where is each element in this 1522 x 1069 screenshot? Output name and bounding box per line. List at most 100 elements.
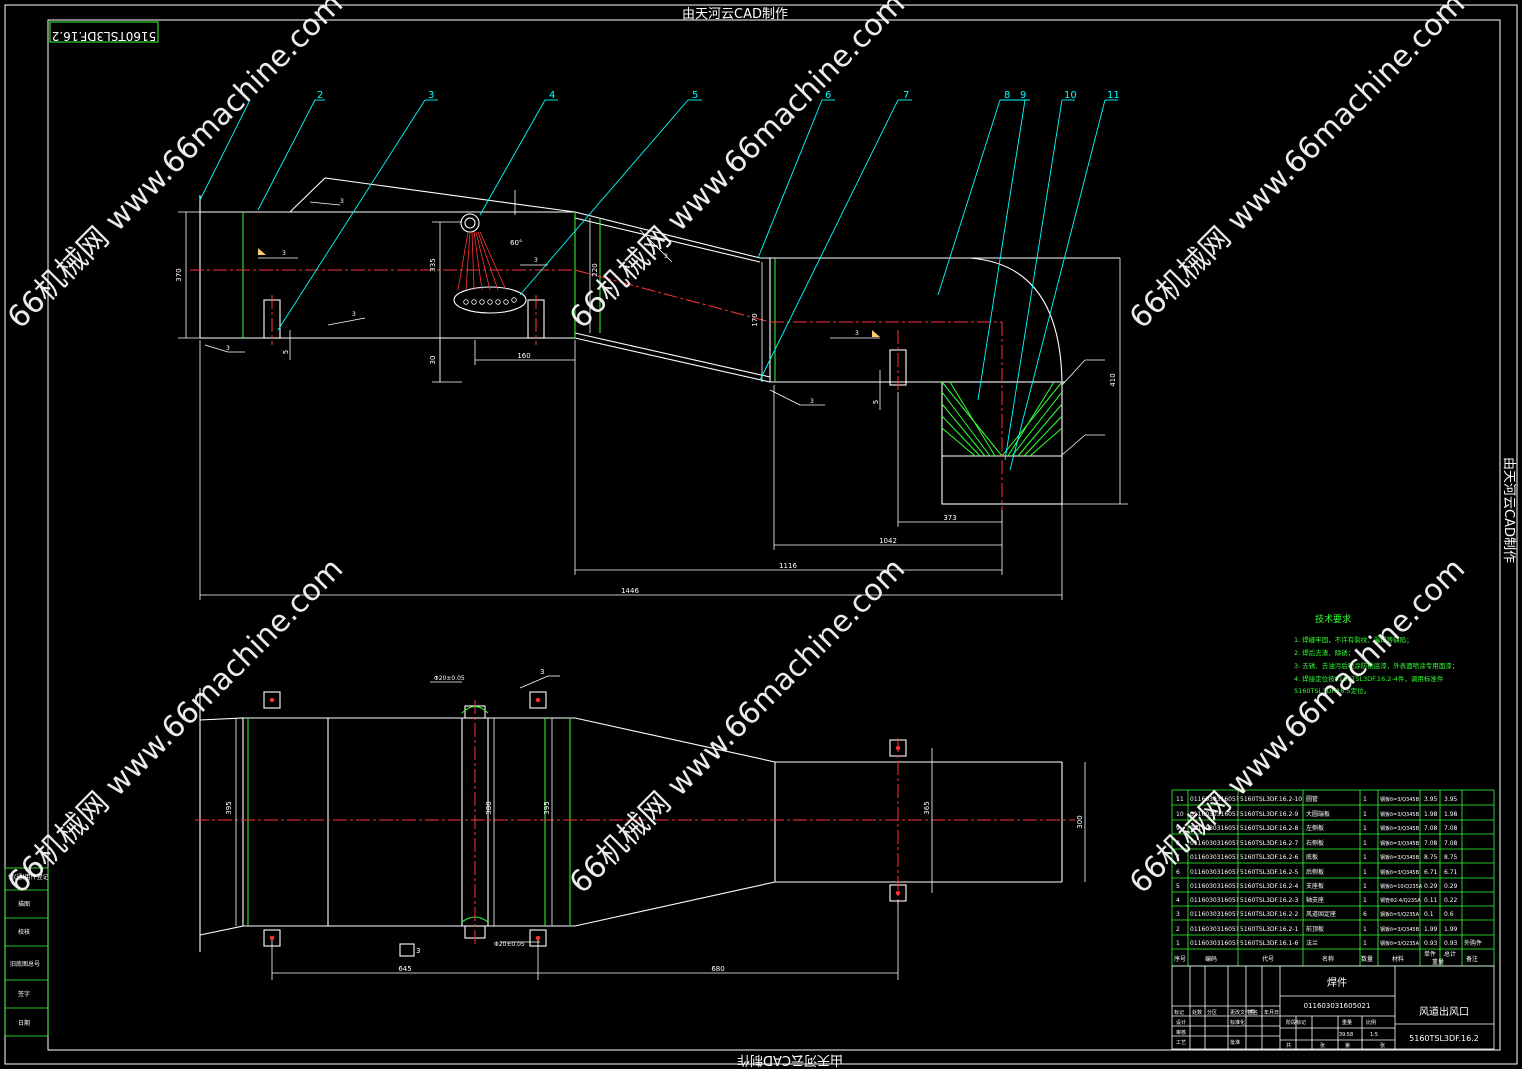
bom-r4-code: 011603031605?: [1190, 840, 1239, 847]
tb-label-sheet2: 张: [1380, 1042, 1385, 1049]
bom-r2-mat: 钢板δ=3/Q345B: [1380, 811, 1420, 818]
bom-r8-qty: 1: [1363, 897, 1367, 904]
bom-h-note: 备注: [1466, 955, 1478, 963]
dim-top-mid-h2: 395: [543, 801, 551, 814]
balloon-5: 5: [692, 90, 698, 101]
bom-r7-name: 支座板: [1306, 882, 1324, 890]
watermark-5: 66机械网 www.66machine.com: [563, 551, 912, 900]
tech-req-line-5: 5160TSL3DF.16.5定位。: [1294, 686, 1370, 695]
bom-r4-name: 右侧板: [1306, 839, 1324, 847]
dim-front-5b: 5: [872, 400, 880, 404]
bom-r3-total: 7.08: [1444, 825, 1458, 832]
balloon-2: 2: [317, 90, 323, 101]
bom-r4-mat: 钢板δ=3/Q345B: [1380, 840, 1420, 847]
tb-weldment: 焊件: [1327, 977, 1347, 989]
bom-r1-dwg: 5160TSL3DF.16.2-10: [1240, 796, 1302, 803]
bom-r1-unit: 3.95: [1424, 796, 1438, 803]
balloon-10: 10: [1064, 90, 1077, 101]
bom-r1-no: 11: [1176, 796, 1184, 803]
balloon-7: 7: [903, 90, 909, 101]
bom-r2-name: 大圆端板: [1306, 810, 1330, 818]
tb-label-weight: 重量: [1342, 1019, 1352, 1026]
dim-front-1042: 1042: [879, 537, 897, 545]
bom-r11-qty: 1: [1363, 940, 1367, 947]
tb-code: 011603031605021: [1304, 1002, 1371, 1010]
bom-h-name: 名称: [1322, 955, 1334, 963]
bom-r8-unit: 0.11: [1424, 897, 1438, 904]
bom-r4-unit: 7.08: [1424, 840, 1438, 847]
bom-r3-unit: 7.08: [1424, 825, 1438, 832]
dim-front-60: 60°: [510, 239, 522, 247]
bom-r3-code: 011603031605?: [1190, 825, 1239, 832]
dim-top-right-h2: 300: [1076, 815, 1084, 828]
tb-label-zone: 分区: [1207, 1009, 1217, 1016]
weld-label-8: 3: [855, 330, 859, 337]
weld-label-1: 3: [226, 345, 230, 352]
bom-r5-name: 底板: [1306, 853, 1318, 861]
dim-front-right-h: 410: [1109, 373, 1117, 386]
dim-top-645: 645: [398, 965, 411, 973]
bom-r6-total: 6.71: [1444, 869, 1458, 876]
left-strip: 借(通)用件登记 描图 校核 旧底图总号 签字 日期: [4, 867, 49, 1037]
bom-r11-no: 1: [1176, 940, 1180, 947]
drawing-code-text: 5160TSL3DF.16.2: [52, 29, 157, 43]
bom-r2-dwg: 5160TSL3DF.16.2-9: [1240, 811, 1298, 818]
tb-label-total: 共: [1286, 1042, 1291, 1049]
bom-r9-unit: 0.1: [1424, 911, 1434, 918]
dim-front-170: 170: [751, 313, 759, 326]
bom-r7-dwg: 5160TSL3DF.16.2-4: [1240, 883, 1298, 890]
tech-req-line-3: 3. 去锈、去油污后喷涂防锈底漆，外表面喷涂专用面漆；: [1294, 661, 1458, 670]
bom-r10-total: 1.99: [1444, 926, 1458, 933]
strip-6: 日期: [18, 1019, 30, 1027]
watermark-3: 66机械网 www.66machine.com: [1123, 0, 1472, 336]
strip-4: 旧底图总号: [10, 960, 40, 968]
dim-top-left-h: 395: [225, 801, 233, 814]
bottom-title: 由天河云CAD制作: [737, 1052, 843, 1067]
balloon-11: 11: [1107, 90, 1120, 101]
bom-r2-qty: 1: [1363, 811, 1367, 818]
tech-requirements: 技术要求 1. 焊缝牢固，不许有裂纹、漏焊等缺陷； 2. 焊后去渣、除锈； 3.…: [1294, 613, 1458, 695]
weld-label-2: 3: [340, 198, 344, 205]
strip-2: 描图: [18, 900, 30, 908]
tb-scale: 1:5: [1370, 1032, 1378, 1038]
bom-r3-qty: 1: [1363, 825, 1367, 832]
bom-r1-total: 3.95: [1444, 796, 1458, 803]
bom-h-dwg: 代号: [1262, 955, 1274, 963]
bom-h-no: 序号: [1174, 955, 1186, 963]
bom-r11-code: 011603031605?: [1190, 940, 1239, 947]
bom-r6-code: 011603031605?: [1190, 869, 1239, 876]
bom-r1-code: 011603031605?: [1190, 796, 1239, 803]
bom-r11-total: 0.93: [1444, 940, 1458, 947]
top-view: 395 380 395 365 300 645 680 Φ20±0.05 Φ20…: [195, 668, 1086, 980]
dim-front-373: 373: [943, 514, 956, 522]
bom-r9-name: 风道固定座: [1306, 910, 1336, 918]
bom-r2-code: 011603031605?: [1190, 811, 1239, 818]
watermark-1: 66机械网 www.66machine.com: [1, 0, 350, 336]
watermark-2: 66机械网 www.66machine.com: [563, 0, 912, 336]
weld-label-3: 3: [282, 250, 286, 257]
dim-front-5a: 5: [282, 350, 290, 354]
bom-r11-name: 法兰: [1306, 939, 1318, 947]
bom-r9-dwg: 5160TSL3DF.16.2-2: [1240, 911, 1298, 918]
bom-r8-dwg: 5160TSL3DF.16.2-3: [1240, 897, 1298, 904]
bom-r10-unit: 1.99: [1424, 926, 1438, 933]
tb-label-sheet: 张: [1320, 1042, 1325, 1049]
bom-r3-mat: 钢板δ=3/Q345B: [1380, 825, 1420, 832]
bom-r5-total: 8.75: [1444, 854, 1458, 861]
bom-r11-note: 外购件: [1464, 939, 1482, 947]
bom-h-mat: 材料: [1392, 955, 1404, 963]
tech-req-line-1: 1. 焊缝牢固，不许有裂纹、漏焊等缺陷；: [1294, 635, 1413, 644]
balloon-3: 3: [428, 90, 434, 101]
tech-req-line-2: 2. 焊后去渣、除锈；: [1294, 648, 1354, 657]
bom-h-code: 编码: [1205, 955, 1217, 963]
weld-label-6: 3: [664, 253, 668, 260]
bom-r6-name: 后侧板: [1306, 868, 1324, 876]
tech-req-title: 技术要求: [1315, 613, 1351, 625]
bom-r2-unit: 1.98: [1424, 811, 1438, 818]
tb-label-scale: 比例: [1366, 1019, 1376, 1026]
bom-r7-no: 5: [1176, 883, 1180, 890]
balloon-9: 9: [1020, 90, 1026, 101]
tb-label-design: 设计: [1176, 1019, 1186, 1026]
bom-r8-mat: 钢管Φ2-4/Q235A: [1380, 897, 1421, 904]
